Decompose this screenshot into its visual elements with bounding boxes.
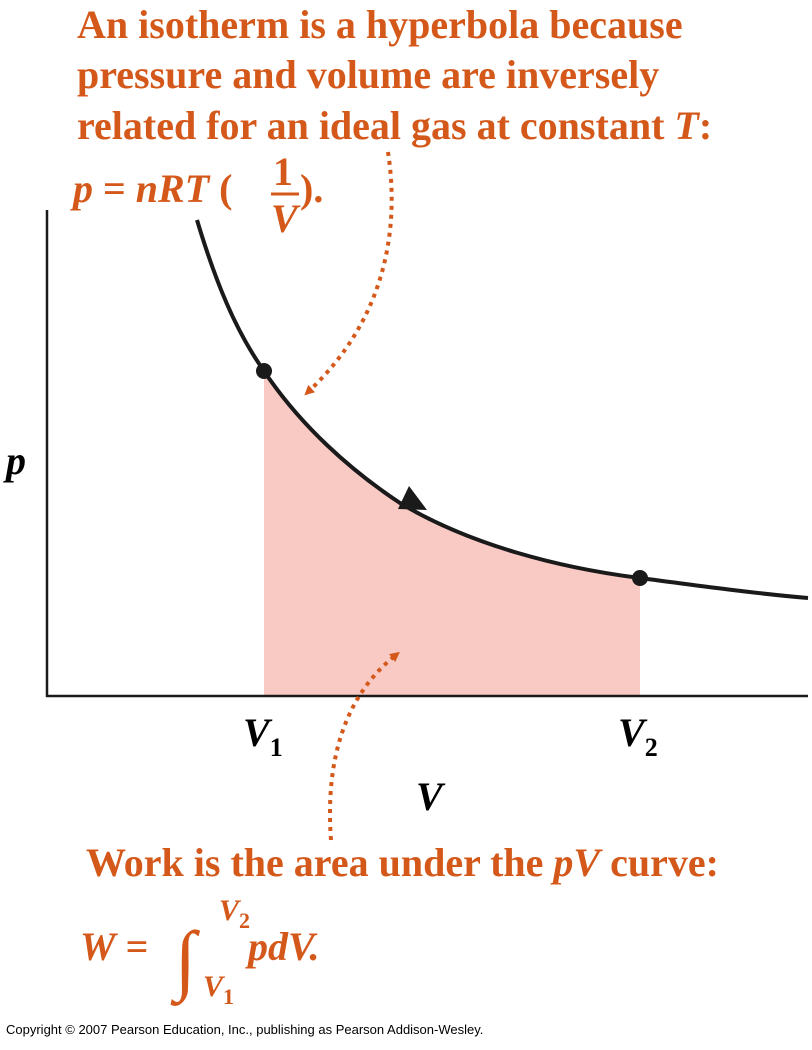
direction-arrow bbox=[398, 486, 427, 510]
y-axis-label: p bbox=[3, 438, 26, 483]
svg-text:W =: W = bbox=[80, 924, 148, 969]
formula-p: p bbox=[70, 166, 93, 211]
integral-sign: ∫ bbox=[170, 915, 200, 1006]
pv-symbol: pV bbox=[550, 840, 603, 885]
formula-numerator: 1 bbox=[273, 149, 293, 194]
isotherm-note-line1: An isotherm is a hyperbola because bbox=[77, 2, 683, 47]
svg-text:An isotherm is a hyperbola bec: An isotherm is a hyperbola because bbox=[77, 2, 683, 47]
svg-text:Work is the area under the pV: Work is the area under the pV curve: bbox=[86, 840, 719, 885]
copyright-notice: Copyright © 2007 Pearson Education, Inc.… bbox=[6, 1022, 484, 1037]
svg-text:related for an ideal gas at co: related for an ideal gas at constant T: bbox=[77, 103, 712, 148]
v2-label: V2 bbox=[618, 710, 658, 762]
point-v1 bbox=[256, 363, 272, 379]
work-symbol: W bbox=[80, 924, 118, 969]
formula-close: ). bbox=[300, 166, 323, 211]
isotherm-pointer-arrow bbox=[304, 151, 394, 396]
integrand: pdV. bbox=[245, 924, 320, 969]
curve-word: curve: bbox=[600, 840, 719, 885]
work-area bbox=[264, 371, 640, 695]
formula-open-paren: ( bbox=[209, 166, 232, 211]
isotherm-note-line2: pressure and volume are inversely bbox=[77, 52, 659, 97]
formula-equals: = bbox=[93, 166, 136, 211]
svg-text:pressure and volume are invers: pressure and volume are inversely bbox=[77, 52, 659, 97]
x-axis-label: V bbox=[416, 774, 446, 819]
work-equals: = bbox=[116, 924, 149, 969]
v1-label: V1 bbox=[243, 710, 283, 762]
isotherm-note-line3: related for an ideal gas at constant bbox=[77, 103, 674, 148]
area-pointer-arrow bbox=[327, 651, 400, 841]
lower-limit: V1 bbox=[203, 970, 234, 1009]
formula-denominator: V bbox=[271, 196, 301, 241]
formula-nrt: nRT bbox=[136, 166, 211, 211]
colon: : bbox=[699, 103, 712, 148]
svg-text:p = nRT (: p = nRT ( bbox=[70, 166, 232, 211]
temperature-symbol: T bbox=[674, 103, 700, 148]
work-note-line1: Work is the area under the bbox=[86, 840, 553, 885]
upper-limit: V2 bbox=[219, 894, 250, 933]
point-v2 bbox=[632, 570, 648, 586]
